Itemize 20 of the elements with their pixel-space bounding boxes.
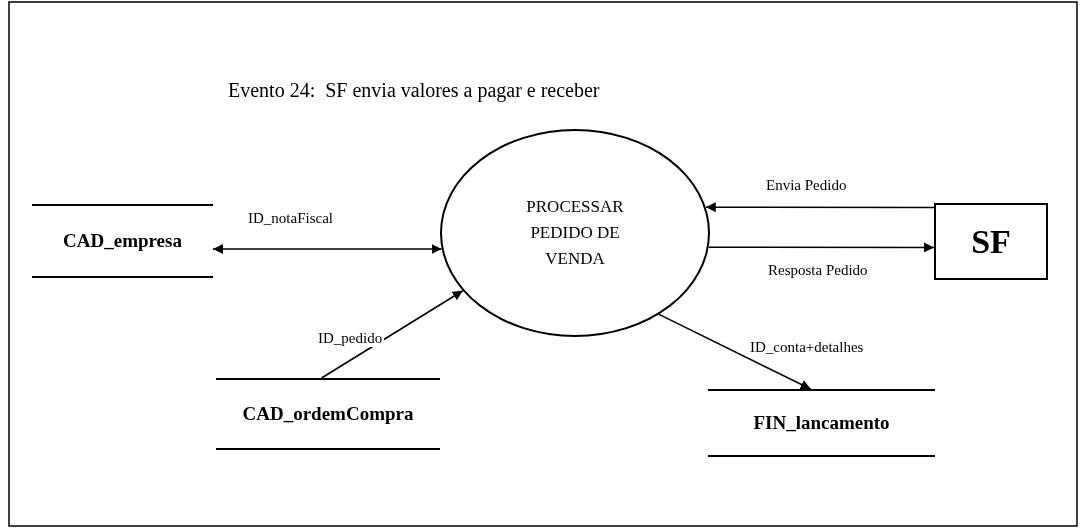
edge-label: ID_notaFiscal xyxy=(246,210,335,227)
edge-label: Resposta Pedido xyxy=(766,262,870,279)
arrow xyxy=(708,242,935,253)
node-label: CAD_ordemCompra xyxy=(242,403,414,425)
node-label: CAD_empresa xyxy=(63,230,182,252)
diagram-title: Evento 24: SF envia valores a pagar e receber xyxy=(228,79,600,102)
external-entity-box xyxy=(934,203,1048,280)
data-store xyxy=(216,378,440,450)
process-ellipse xyxy=(440,129,710,337)
arrow xyxy=(705,202,935,213)
data-store xyxy=(32,204,213,278)
data-store xyxy=(708,389,935,457)
arrow xyxy=(212,244,443,254)
edge-label: ID_pedido xyxy=(316,330,385,347)
node-label: FIN_lancamento xyxy=(753,412,890,434)
node-label: SF xyxy=(971,222,1011,261)
arrow xyxy=(658,313,812,390)
edge-label: ID_conta+detalhes xyxy=(748,339,866,356)
node-label: PROCESSAR PEDIDO DE VENDA xyxy=(525,196,625,270)
arrow xyxy=(320,290,464,379)
